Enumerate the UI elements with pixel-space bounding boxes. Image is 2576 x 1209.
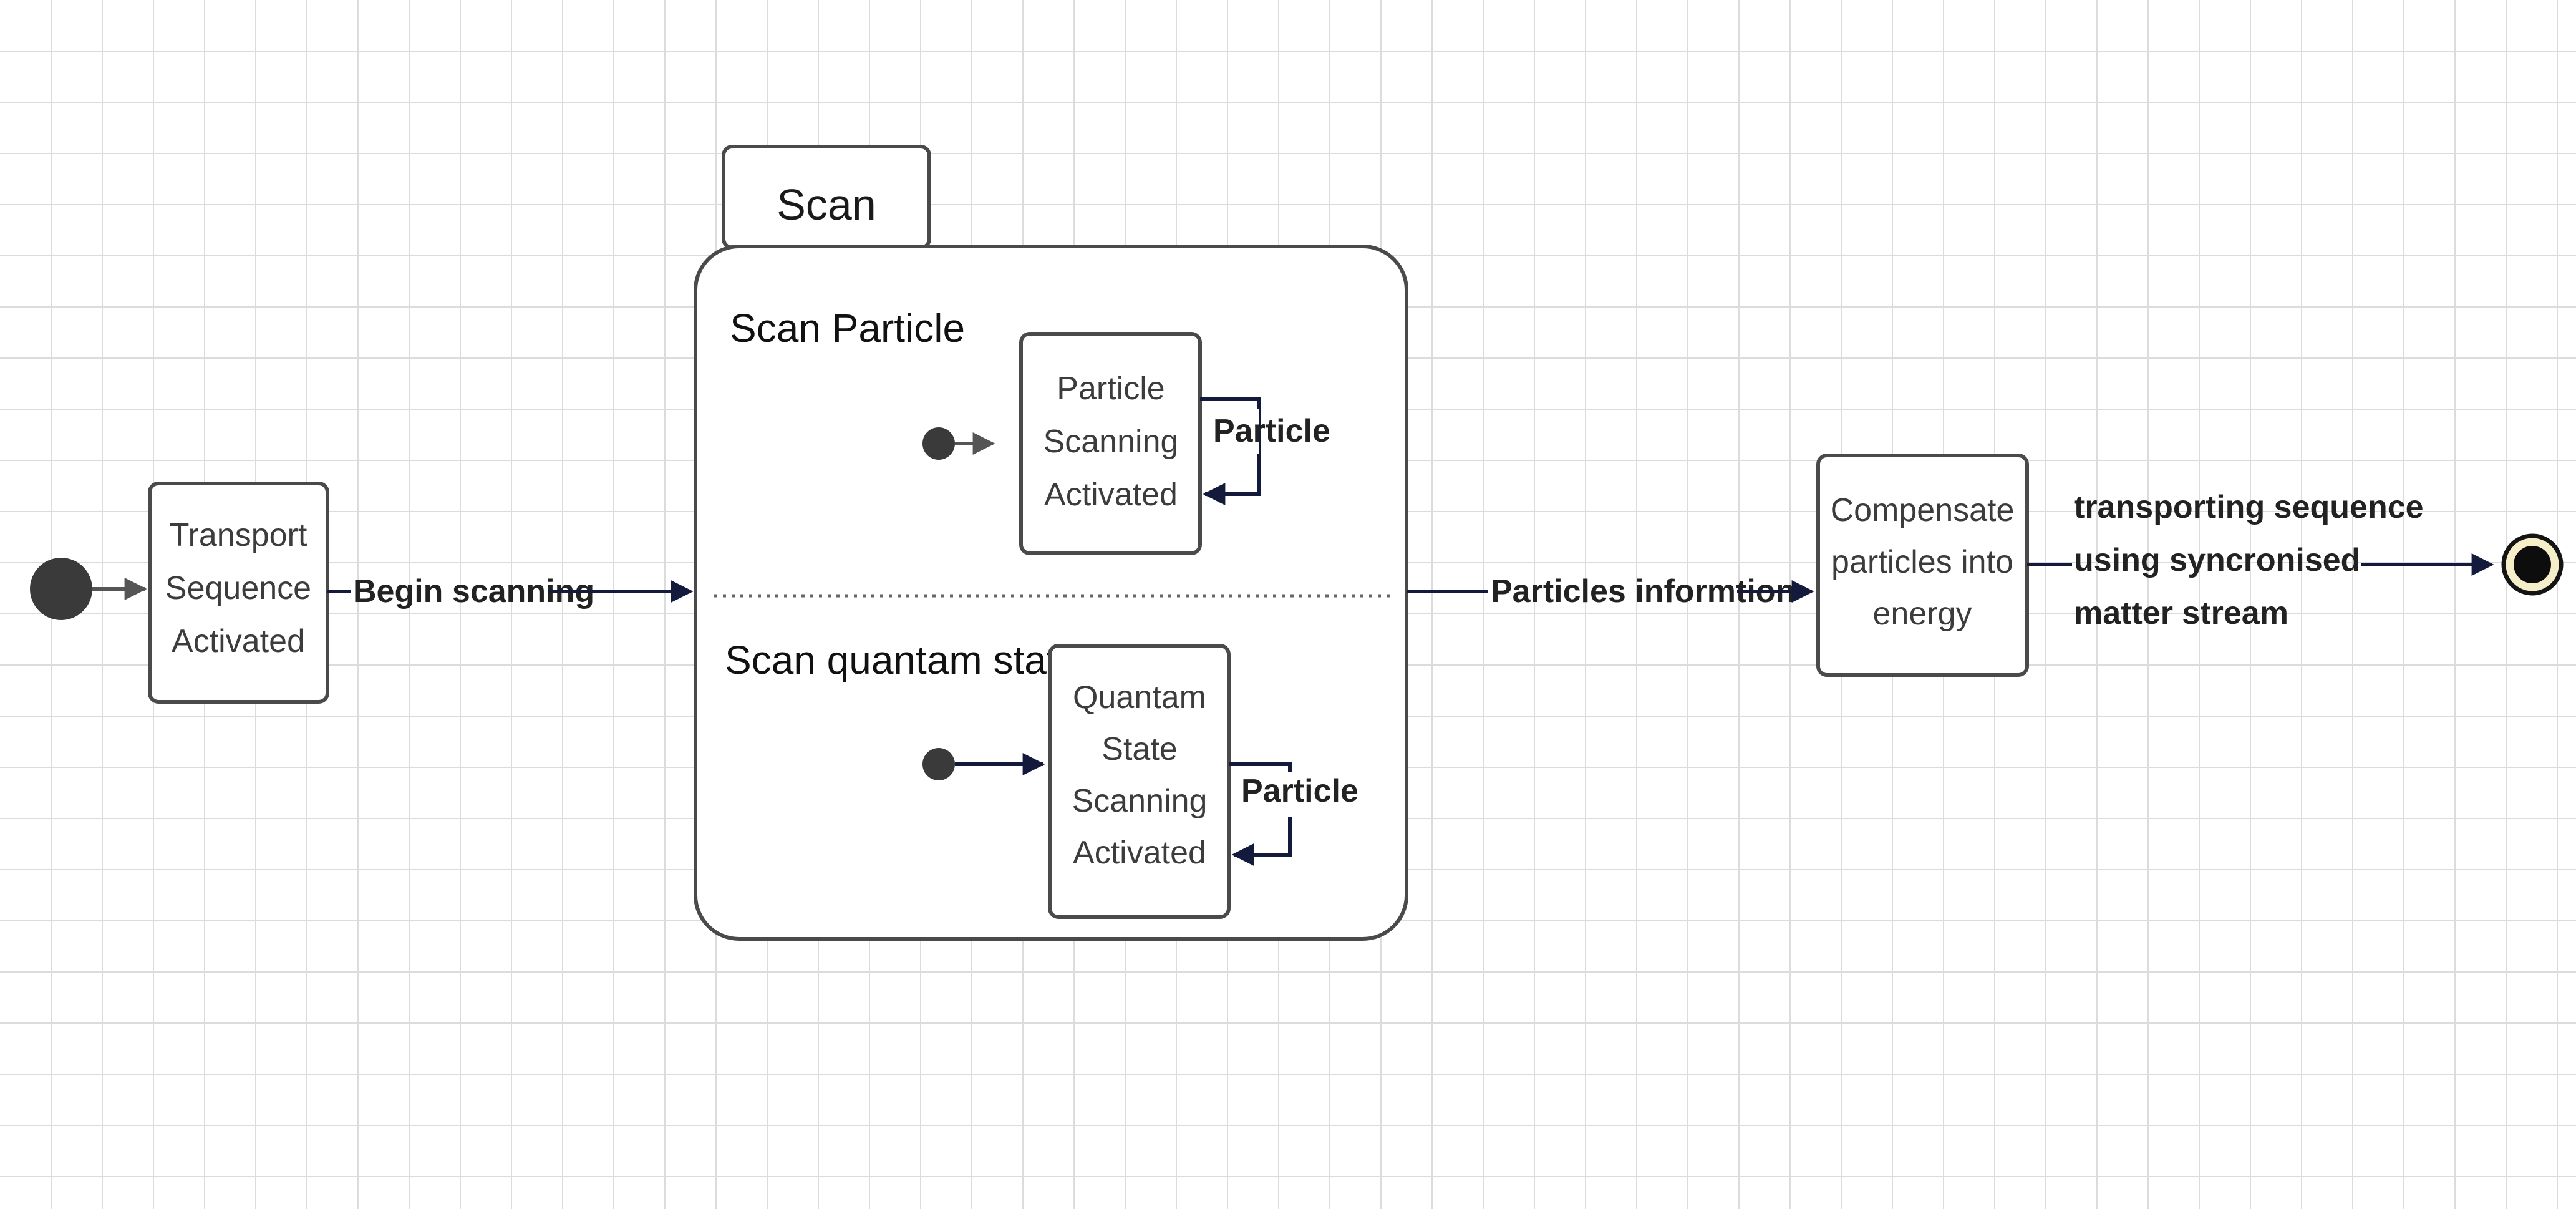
state-label-line: Quantam	[1073, 679, 1206, 716]
composite-state-scan[interactable]: Scan Scan Particle Particle Scanning Act…	[694, 145, 1408, 941]
label-backdrop	[1210, 409, 1259, 454]
transition-label: Particle	[1213, 413, 1330, 449]
state-label-line: Transport	[170, 517, 307, 553]
region-title-scan-particle: Scan Particle	[730, 306, 965, 351]
state-compensate-particles[interactable]: Compensate particles into energy	[1816, 454, 2029, 677]
state-label-line: Compensate	[1831, 492, 2015, 528]
state-particle-scanning[interactable]: Particle Scanning Activated	[1019, 332, 1202, 555]
state-label-line: energy	[1873, 596, 1972, 632]
state-label-line: Scanning	[1043, 424, 1179, 460]
transition-label: matter stream	[2074, 595, 2288, 631]
transition-label: Particle	[1241, 773, 1358, 809]
transition-label: transporting sequence	[2074, 489, 2424, 525]
state-label-line: Particle	[1057, 371, 1165, 407]
transition-begin-scanning[interactable]: Begin scanning	[327, 573, 694, 609]
state-label-line: Activated	[1073, 835, 1206, 871]
state-label-line: State	[1102, 731, 1177, 767]
self-transition-particle[interactable]: Particle	[1200, 397, 1330, 505]
state-label-line: particles into	[1831, 544, 2013, 580]
state-label-line: Activated	[1044, 477, 1178, 513]
state-label-line: Scanning	[1072, 783, 1208, 819]
state-transport-sequence[interactable]: Transport Sequence Activated	[148, 482, 329, 704]
final-node	[2501, 533, 2564, 596]
region-title-scan-quantam-state: Scan quantam state	[725, 638, 1080, 682]
state-label-line: Activated	[172, 623, 305, 659]
state-quantam-state-scanning[interactable]: Quantam State Scanning Activated	[1048, 644, 1231, 919]
composite-state-tab-label: Scan	[777, 180, 876, 229]
state-label-line: Sequence	[165, 570, 311, 606]
self-transition-particle[interactable]: Particle	[1229, 762, 1358, 866]
transition-label: using syncronised	[2074, 542, 2360, 578]
label-backdrop	[1238, 772, 1341, 817]
region-initial-node	[922, 427, 955, 460]
region-initial-node	[922, 748, 955, 780]
transition-transporting-sequence[interactable]: transporting sequence using syncronised …	[2027, 489, 2494, 631]
transition-particles-information[interactable]: Particles informtion	[1407, 573, 1814, 609]
initial-node	[30, 558, 92, 620]
